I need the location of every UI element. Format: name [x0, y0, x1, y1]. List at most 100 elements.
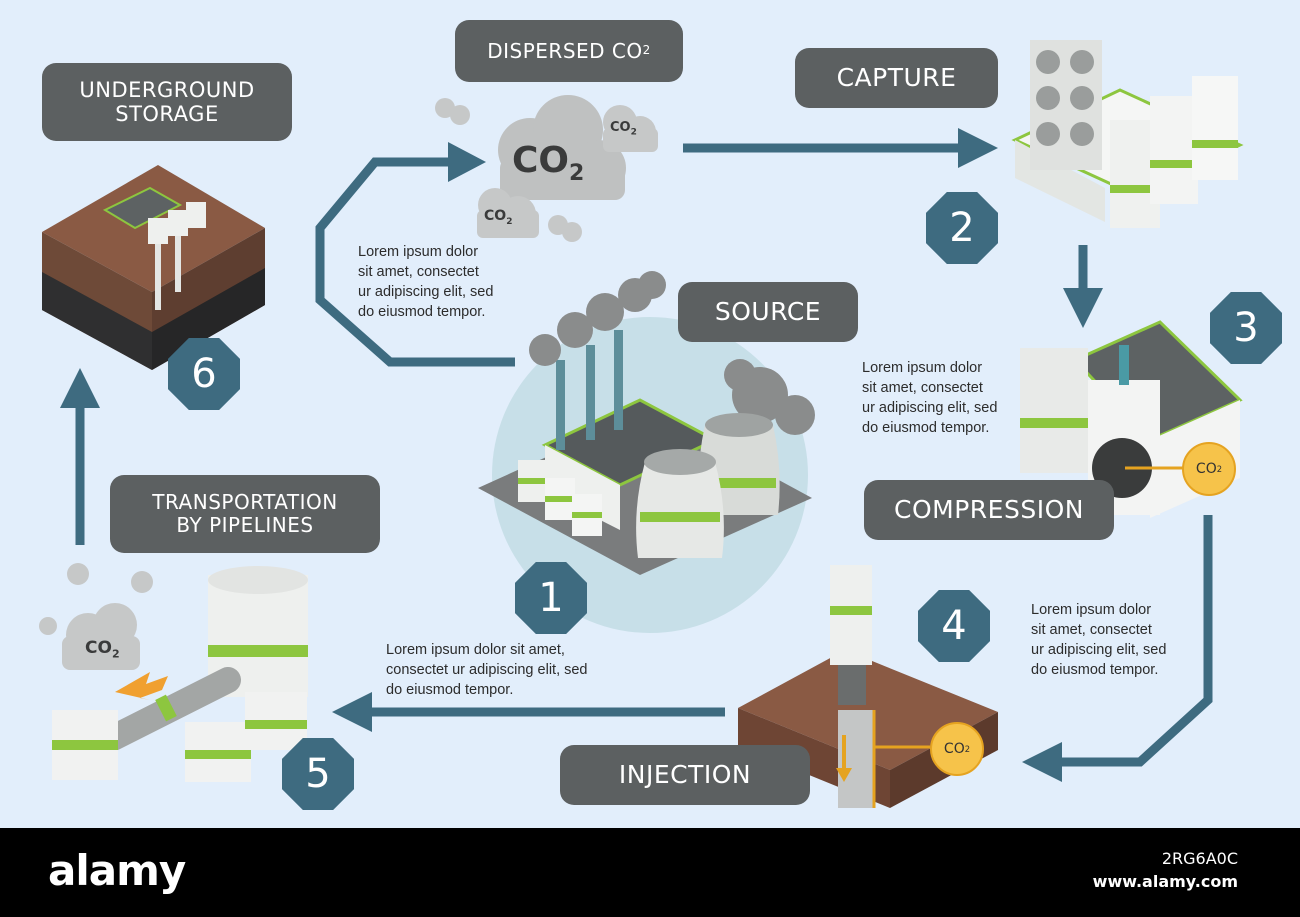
- tank-stripe: [185, 750, 251, 759]
- comp-tank-left: [1020, 348, 1088, 473]
- storage-tanks: [518, 460, 602, 536]
- pipeline-clouds: [39, 563, 153, 670]
- cloud-co2-pipeline: CO2: [85, 638, 120, 660]
- cloud-base: [62, 636, 140, 670]
- arrow-source-to-dispersed: [315, 157, 515, 367]
- description-line: do eiusmod tempor.: [386, 682, 514, 698]
- arrowhead-transport: [332, 692, 372, 732]
- cloud-base: [477, 210, 539, 238]
- description-injection: Lorem ipsum dolor sit amet, consectet ur…: [1031, 600, 1166, 680]
- cooling-tower-front: [636, 449, 724, 558]
- tank-stripe: [1150, 160, 1198, 168]
- source-plant: [478, 271, 815, 633]
- cloud-co2-sub: 2: [111, 647, 120, 661]
- badge-co2-main: CO: [1195, 461, 1217, 477]
- smoke-puff: [638, 271, 666, 299]
- tank-stripe: [1192, 140, 1238, 148]
- smoke-puff: [724, 359, 756, 391]
- storage-tank: [168, 210, 188, 236]
- tank-stripe: [572, 512, 602, 518]
- co2-clouds: [435, 95, 658, 242]
- pipe-joint: [155, 694, 177, 722]
- tower-shell: [636, 462, 724, 558]
- tank-stripe: [52, 740, 118, 750]
- footer-brand-logo: alamy: [48, 846, 186, 895]
- smoke: [529, 271, 815, 435]
- badge-co2-sub: 2: [1216, 464, 1223, 474]
- storage-building: [102, 186, 183, 230]
- badge-co2-main: CO: [943, 741, 965, 757]
- tank: [1150, 96, 1198, 204]
- capture-tanks: [1110, 76, 1238, 228]
- fan: [1070, 50, 1094, 74]
- cloud-puff: [435, 98, 455, 118]
- cloud-co2-text: CO2: [512, 140, 584, 186]
- description-line: Lorem ipsum dolor: [1031, 602, 1152, 618]
- fan: [1036, 122, 1060, 146]
- rock-layer-right: [152, 268, 265, 370]
- label-capture: CAPTURE: [795, 48, 998, 108]
- label-dispersed-text: DISPERSED CO: [487, 38, 643, 63]
- cloud-puff: [67, 563, 89, 585]
- arrow-heads: [60, 128, 1103, 782]
- process-illustration: [39, 40, 1244, 808]
- fan-grid: [1036, 50, 1094, 146]
- arrow-compression-to-injection: [1060, 515, 1213, 767]
- footer-bar: [0, 828, 1300, 917]
- step-badge-6: 6: [168, 338, 240, 410]
- description-line: Lorem ipsum dolor sit amet,: [386, 642, 565, 658]
- cloud-small: [435, 98, 582, 242]
- smoke-puff: [775, 395, 815, 435]
- cloud-large: [498, 95, 626, 200]
- tower-rim: [644, 449, 716, 475]
- cloud-co2-small-right: CO2: [610, 120, 637, 138]
- tank-stripe: [245, 720, 307, 729]
- arrowhead-injection: [1022, 742, 1062, 782]
- description-line: Lorem ipsum dolor: [862, 360, 983, 376]
- description-compression: Lorem ipsum dolor sit amet, consectet ur…: [862, 358, 997, 438]
- injection-arrow-head: [836, 768, 852, 782]
- storage-tank: [186, 202, 206, 228]
- fan: [1070, 86, 1094, 110]
- cloud-right: [603, 105, 658, 152]
- chimney: [586, 345, 595, 440]
- tank-stripe: [208, 645, 308, 657]
- description-line: consectet ur adipiscing elit, sed: [386, 662, 588, 678]
- label-source: SOURCE: [678, 282, 858, 342]
- arrowhead-capture: [958, 128, 998, 168]
- tower-rim: [705, 413, 773, 437]
- cloud-co2-main: CO: [512, 140, 570, 181]
- tank-stripe: [545, 496, 575, 502]
- cloud-co2-sub: 2: [569, 161, 585, 187]
- label-transportation: TRANSPORTATION BY PIPELINES: [110, 475, 380, 553]
- smoke-puff: [529, 334, 561, 366]
- tank-stripe: [1110, 185, 1160, 193]
- description-line: ur adipiscing elit, sed: [1031, 642, 1167, 658]
- cloud-co2-sub: 2: [630, 127, 637, 138]
- big-tank-top: [208, 566, 308, 594]
- cloud-base: [603, 128, 658, 152]
- tank-stripe: [1020, 418, 1088, 428]
- description-line: ur adipiscing elit, sed: [862, 400, 998, 416]
- step-badge-1: 1: [515, 562, 587, 634]
- cloud-co2-main: CO: [484, 208, 507, 224]
- cloud-puff: [131, 571, 153, 593]
- cloud-base: [500, 158, 625, 200]
- pipeline-facility: [39, 563, 308, 782]
- step-badge-5: 5: [282, 738, 354, 810]
- cloud-puff: [39, 617, 57, 635]
- footer-site-link[interactable]: www.alamy.com: [1092, 872, 1238, 891]
- flow-arrow-orange: [115, 672, 168, 700]
- label-injection: INJECTION: [560, 745, 810, 805]
- cloud-bottom: [477, 188, 539, 238]
- flow-arrows: [75, 143, 1213, 767]
- cloud-puff: [562, 222, 582, 242]
- tank-stripe: [518, 478, 548, 484]
- cloud-co2-sub: 2: [506, 216, 513, 227]
- description-line: sit amet, consectet: [358, 264, 479, 280]
- description-line: Lorem ipsum dolor: [358, 244, 479, 260]
- tank: [1192, 76, 1238, 180]
